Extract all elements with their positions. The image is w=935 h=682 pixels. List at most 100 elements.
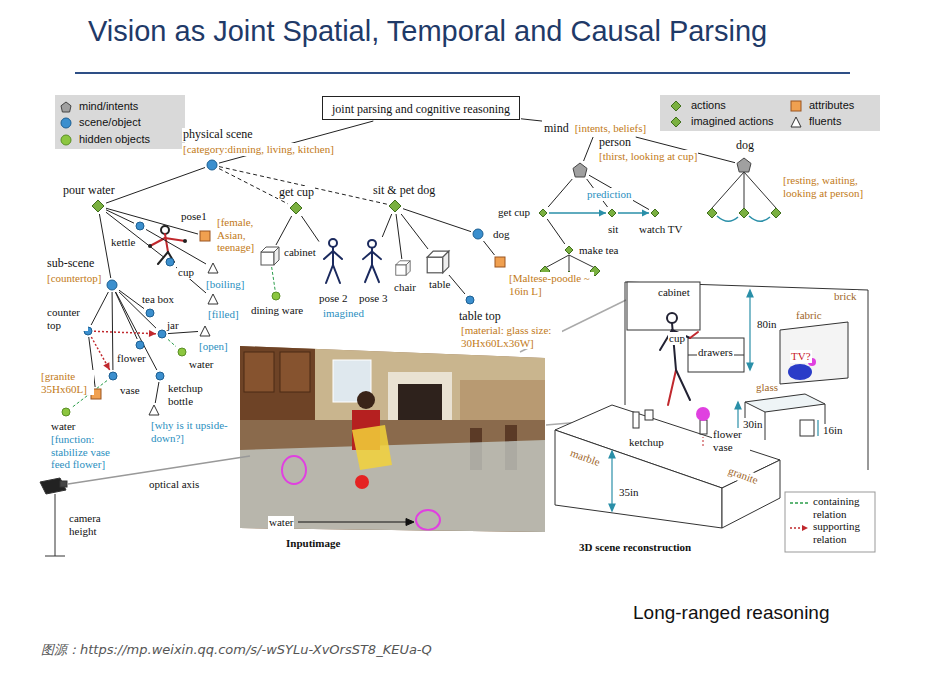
scene-object-node-shape-part (158, 330, 166, 338)
scene-object-node-shape-part (136, 222, 144, 230)
predicted-actions-part (569, 255, 595, 268)
connector (401, 214, 428, 249)
mind-pentagon-shape (572, 162, 588, 178)
scene-object-node-shape (135, 221, 145, 231)
scene-object-node: kettle (135, 221, 145, 231)
node-label: [Maltese-poodle ~ 16in L] (508, 272, 594, 297)
fluent-triangle: [boiling] (207, 262, 219, 274)
attribute-square: [Maltese-poodle ~ 16in L] (494, 256, 506, 268)
action-diamond: make tea (564, 245, 574, 255)
pose-figure-shape-part (363, 240, 381, 282)
legend-swatch-part (790, 502, 808, 504)
scene-object-node: dog (472, 228, 484, 240)
scene-figure-part (668, 370, 676, 405)
scene-object-node-shape-part (207, 160, 217, 170)
input-photo-part (282, 456, 306, 484)
scene-object-node-shape (206, 159, 218, 171)
node-label: counter top (46, 306, 88, 331)
pose-figure-shape-part-part (324, 251, 333, 259)
pose-figure-shape (359, 238, 385, 286)
connector-line (276, 216, 292, 245)
legend-text: attributes (808, 99, 855, 112)
node-label: pour water (62, 184, 116, 198)
connector (146, 229, 206, 264)
connector-line (146, 229, 206, 264)
pose-skeleton-part (165, 234, 168, 252)
node-note: [function: stabilize vase feed flower] (50, 433, 124, 471)
connector-line (484, 241, 495, 255)
dimension-arrow (609, 290, 818, 511)
legend-swatch (60, 134, 72, 146)
connector (219, 167, 387, 205)
connector (549, 210, 606, 217)
legend-swatch-part (61, 135, 71, 145)
scene-3d-part (625, 282, 868, 470)
group-heading: mind[intents, beliefs] (543, 118, 651, 136)
action-diamond-shape (538, 208, 548, 218)
connector (547, 219, 565, 244)
fluent-triangle-shape-part (208, 294, 218, 304)
dog-actions-part (744, 172, 745, 208)
dimension-arrow-part (817, 420, 818, 436)
connector (106, 168, 205, 204)
mind-pentagon-shape-part (573, 163, 587, 177)
annotation-label: 3D scene reconstruction (578, 541, 692, 554)
annotation-label: cup (668, 332, 686, 345)
camera-part (60, 481, 67, 487)
action-diamond-shape (91, 199, 105, 213)
dog-actions (707, 172, 781, 221)
input-photo-part (398, 384, 442, 424)
pointer-arrow-part (298, 522, 408, 523)
connector (521, 119, 542, 121)
connector-line (401, 214, 428, 249)
dog-actions-part (717, 216, 738, 221)
annotation-label: water (268, 516, 294, 529)
dimension-arrow-part (611, 455, 612, 507)
pose-skeleton-part (183, 239, 187, 243)
input-photo-part (240, 340, 550, 540)
legend-text: hidden objects (78, 133, 151, 146)
object-cube-shape-part (406, 261, 410, 275)
scene-3d-part (633, 412, 639, 428)
connector-line (91, 337, 109, 370)
action-diamond-shape (289, 201, 303, 215)
legend-swatch (670, 100, 682, 112)
connector-line (168, 331, 198, 333)
hidden-object-node-shape (271, 291, 281, 301)
mind-pentagon-shape (736, 157, 752, 173)
dimension-arrow-part (609, 451, 615, 458)
annotation-label: prediction (586, 188, 633, 201)
connector-line (549, 212, 606, 214)
fluent-triangle-shape (207, 293, 219, 305)
connector (484, 241, 495, 255)
pose-figure-shape-part-part (368, 240, 376, 248)
scene-object-node-shape-part (156, 372, 164, 380)
node-label: tea box (141, 293, 175, 306)
node-label: chair (393, 281, 417, 294)
connector-line (219, 167, 387, 205)
annotation-label: camera height (68, 512, 114, 537)
pose-figure-shape-part-part (365, 265, 372, 282)
node-label: watch TV (638, 223, 683, 236)
node-label: table top (458, 310, 502, 324)
scene-object-node: cup (165, 257, 175, 267)
predicted-actions-part (569, 255, 570, 272)
action-diamond: pour water (91, 199, 105, 213)
node-note: [thirst, looking at cup] (598, 150, 698, 163)
arrow-head (599, 210, 606, 217)
fluent-triangle-shape-part (149, 405, 159, 415)
title-rule-part (75, 72, 850, 74)
node-label: dog (492, 228, 511, 241)
action-diamond-shape (564, 245, 574, 255)
connector (382, 214, 391, 237)
pose-figure-shape-part-part (332, 247, 334, 265)
action-diamond-shape-part (539, 209, 547, 217)
legend-text: actions (690, 99, 727, 112)
node-label: vase (119, 384, 141, 397)
node-label: table (428, 278, 451, 291)
connector-line (91, 292, 108, 325)
scene-object-node-shape (108, 371, 118, 381)
node-label: cup (177, 266, 195, 279)
pose-skeleton-part (165, 238, 185, 241)
input-photo-part (280, 352, 310, 392)
